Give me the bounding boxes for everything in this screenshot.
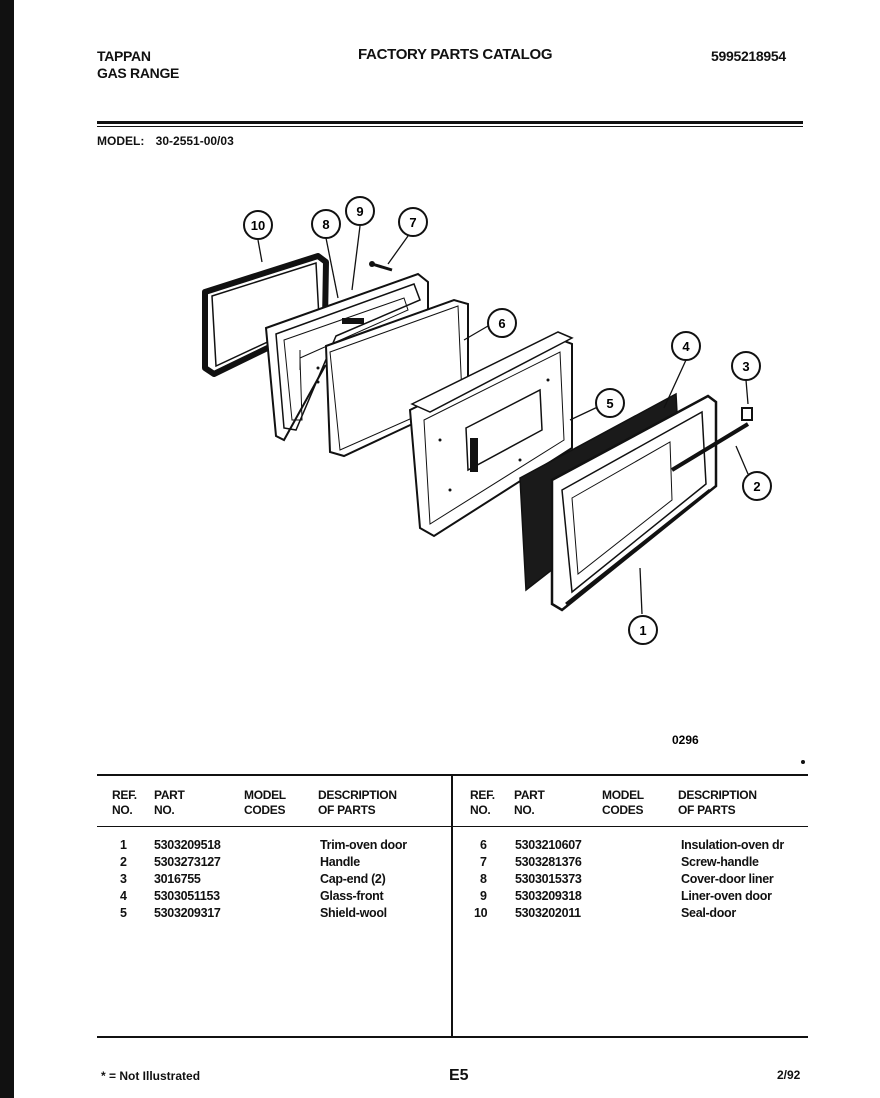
table-divider (451, 776, 453, 1036)
revision-date: 2/92 (777, 1068, 801, 1082)
brand-name: TAPPAN (97, 48, 151, 64)
part-cap-end (741, 407, 753, 421)
header-ref-no: REF. NO. (112, 788, 137, 817)
catalog-title: FACTORY PARTS CATALOG (358, 46, 553, 63)
part-trim-oven-door (550, 394, 718, 612)
header-description-right: DESCRIPTION OF PARTS (678, 788, 757, 817)
callout-5-label: 5 (606, 396, 613, 411)
model-value: 30-2551-00/03 (155, 134, 234, 148)
not-illustrated-note: * = Not Illustrated (101, 1069, 201, 1083)
callout-2-label: 2 (753, 479, 760, 494)
part-handle (670, 407, 753, 472)
part-screw-handle (369, 261, 393, 272)
callout-3-label: 3 (742, 359, 749, 374)
header-model-codes: MODEL CODES (244, 788, 286, 817)
page-number: E5 (449, 1067, 469, 1084)
header-rule-thin (97, 126, 803, 127)
callout-8: 8 (311, 209, 341, 239)
callout-1-label: 1 (639, 623, 646, 638)
callout-9-label: 9 (356, 204, 363, 219)
callout-2: 2 (742, 471, 772, 501)
callout-4: 4 (671, 331, 701, 361)
model-label: MODEL: (97, 134, 145, 148)
catalog-number: 5995218954 (711, 48, 786, 64)
figure-code: 0296 (672, 733, 699, 747)
callout-5: 5 (595, 388, 625, 418)
header-model-codes-right: MODEL CODES (602, 788, 644, 817)
callout-1: 1 (628, 615, 658, 645)
callout-4-label: 4 (682, 339, 690, 354)
scan-edge (0, 0, 14, 1098)
header-part-no: PART NO. (154, 788, 185, 817)
callout-8-label: 8 (322, 217, 329, 232)
callout-6: 6 (487, 308, 517, 338)
callout-10-label: 10 (251, 218, 265, 233)
product-name: GAS RANGE (97, 65, 180, 81)
callout-7-label: 7 (409, 215, 416, 230)
footer-rule (97, 1036, 808, 1038)
table-top-rule (97, 774, 808, 776)
header-part-no-right: PART NO. (514, 788, 545, 817)
callout-7: 7 (398, 207, 428, 237)
model-line: MODEL: 30-2551-00/03 (97, 134, 234, 148)
header-description: DESCRIPTION OF PARTS (318, 788, 397, 817)
callout-9: 9 (345, 196, 375, 226)
callout-6-label: 6 (498, 316, 505, 331)
callout-10: 10 (243, 210, 273, 240)
header-ref-no-right: REF. NO. (470, 788, 495, 817)
header-rule (97, 121, 803, 124)
part-shield-wool (408, 331, 574, 538)
callout-3: 3 (731, 351, 761, 381)
part-liner-oven-door (264, 272, 429, 442)
